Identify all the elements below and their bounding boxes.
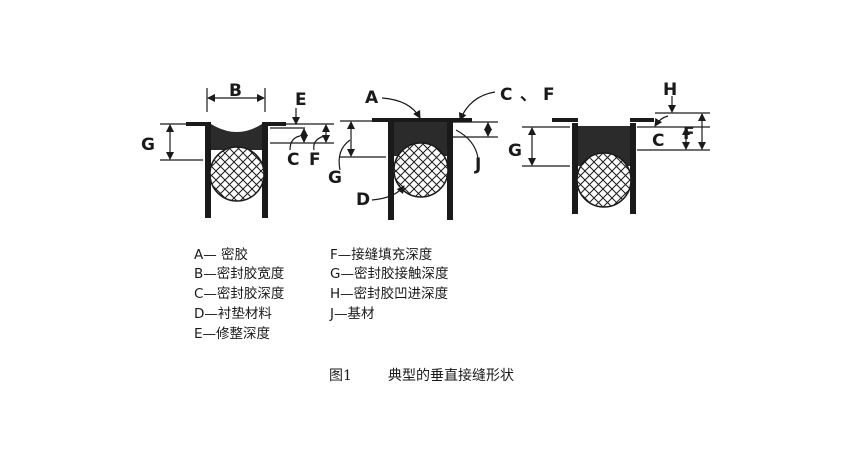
legend-item-f: F—接缝填充深度	[330, 246, 432, 263]
flange-right	[262, 122, 286, 126]
substrate-wall-right	[630, 123, 636, 214]
label-f-1: F	[309, 150, 321, 170]
legend-item-j: J—基材	[329, 305, 374, 322]
joint-1	[160, 88, 334, 218]
label-j: J	[474, 155, 481, 175]
legend-item-h: H—密封胶凹进深度	[330, 285, 448, 302]
flange-right	[630, 118, 654, 122]
substrate-wall-right	[447, 120, 453, 220]
legend-item-a: A— 密胶	[194, 246, 248, 263]
figure-title: 典型的垂直接缝形状	[388, 367, 514, 384]
joint-3	[522, 96, 710, 214]
label-b: B	[229, 81, 242, 101]
sealant-a	[211, 124, 262, 150]
label-f-2: F	[543, 85, 555, 105]
substrate-wall-left	[572, 123, 578, 214]
legend-item-b: B—密封胶宽度	[194, 265, 284, 282]
label-c-3: C	[652, 131, 664, 151]
figure-number: 图1	[329, 368, 352, 384]
label-g-1: G	[141, 135, 155, 155]
legend-item-g: G—密封胶接触深度	[330, 265, 448, 282]
label-d: D	[356, 190, 370, 210]
label-c-2: C	[500, 85, 512, 105]
substrate-wall-left	[205, 124, 211, 218]
legend-item-e: E—修整深度	[194, 326, 270, 342]
flange-top	[372, 118, 472, 122]
label-c-1: C	[287, 150, 299, 170]
label-e: E	[295, 90, 307, 110]
backer-rod-d	[393, 142, 449, 198]
label-f-3: F	[683, 124, 695, 144]
legend: A— 密胶 B—密封胶宽度 C—密封胶深度 D—衬垫材料 E—修整深度 F—接缝…	[194, 246, 448, 342]
flange-left	[552, 118, 578, 122]
backer-rod-d	[576, 152, 632, 208]
label-a: A	[365, 88, 379, 108]
legend-item-d: D—衬垫材料	[194, 306, 272, 322]
label-g-3: G	[508, 141, 522, 161]
substrate-wall-right	[262, 124, 268, 218]
substrate-wall-left	[388, 120, 394, 220]
legend-item-c: C—密封胶深度	[194, 285, 284, 302]
label-h: H	[663, 80, 677, 100]
label-g-2: G	[328, 168, 342, 188]
backer-rod-d	[209, 146, 265, 202]
label-sep: 、	[520, 85, 537, 105]
joint-2	[338, 91, 498, 220]
